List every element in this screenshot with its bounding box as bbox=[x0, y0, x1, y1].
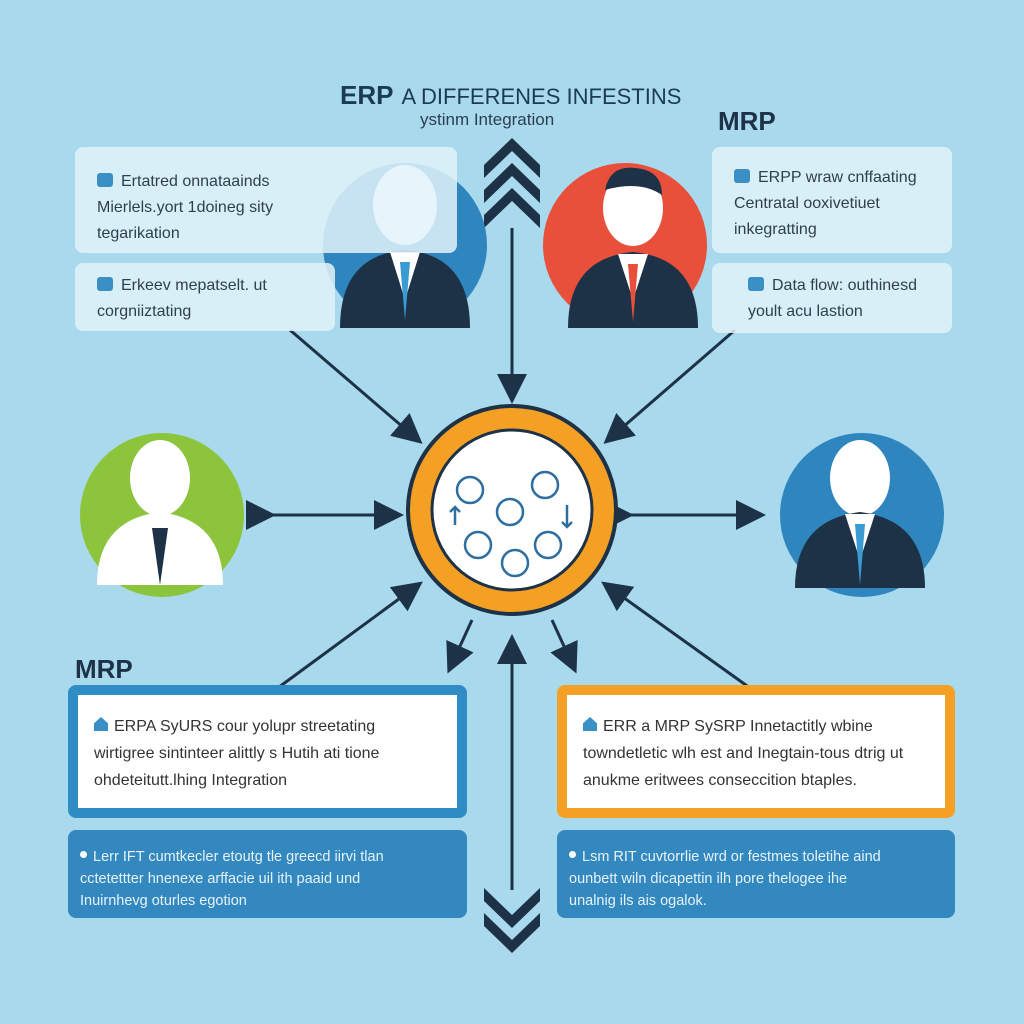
bullet-icon bbox=[80, 851, 87, 858]
user-icon bbox=[734, 169, 750, 183]
info-card-top-right-2: Data flow: outhinesd yoult acu lastion bbox=[712, 263, 952, 333]
arrow-bottom-right bbox=[601, 581, 751, 690]
summary-card-left: Lerr IFT cumtkecler etoutg tle greecd ii… bbox=[68, 830, 467, 918]
summary-card-right: Lsm RIT cuvtorrlie wrd or festmes toleti… bbox=[557, 830, 955, 918]
chevron-up-icon bbox=[484, 138, 540, 228]
detail-box-right: ERR a MRP SySRP Innetactitly wbine townd… bbox=[557, 685, 955, 818]
mrp-label-bottom: MRP bbox=[75, 654, 133, 684]
bullet-icon bbox=[569, 851, 576, 858]
arrow-top-right bbox=[603, 328, 736, 444]
person-avatar-green-left bbox=[80, 433, 244, 597]
person-avatar-blue-right bbox=[780, 433, 944, 597]
arrow-bottom-left bbox=[274, 581, 423, 692]
arrow-down-left bbox=[446, 619, 474, 674]
home-icon bbox=[94, 717, 108, 731]
envelope-icon bbox=[748, 277, 764, 291]
envelope-icon bbox=[97, 277, 113, 291]
module-icons bbox=[449, 470, 573, 578]
clock-icon bbox=[97, 173, 113, 187]
mrp-label-top: MRP bbox=[718, 106, 776, 136]
info-card-top-left-2: Erkeev mepatselt. ut corgniiztating bbox=[75, 263, 335, 331]
person-avatar-red-top bbox=[543, 163, 707, 328]
arrow-down-right bbox=[550, 619, 578, 674]
arrow-top-left bbox=[289, 328, 423, 444]
page-subtitle: ystinm Integration bbox=[420, 110, 555, 129]
info-card-top-right-1: ERPP wraw cnffaating Centratal ooxivetiu… bbox=[712, 147, 952, 253]
central-hub bbox=[406, 404, 618, 616]
home-icon bbox=[583, 717, 597, 731]
detail-box-left: ERPA SyURS cour yolupr streetating wirti… bbox=[68, 685, 467, 818]
info-card-top-left-1: Ertatred onnataainds Mierlels.yort 1doin… bbox=[75, 147, 457, 253]
chevron-down-icon bbox=[484, 888, 540, 953]
connector-arrows bbox=[246, 228, 766, 890]
